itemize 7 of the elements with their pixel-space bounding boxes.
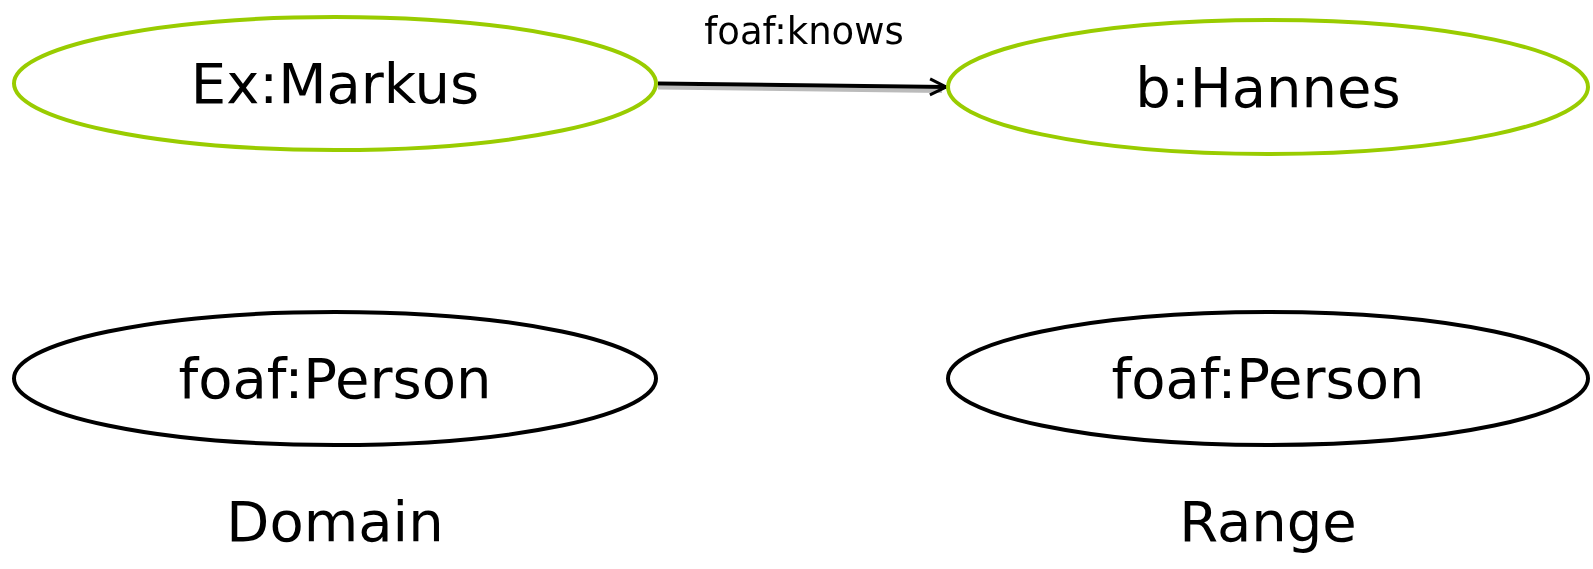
node-label: b:Hannes (1135, 54, 1401, 120)
node-label: foaf:Person (1111, 346, 1425, 411)
node-label: Ex:Markus (190, 51, 480, 116)
arrow (657, 77, 948, 97)
node-caption: Range (1178, 489, 1358, 554)
node-caption: Domain (225, 489, 445, 554)
node-label: foaf:Person (178, 346, 492, 411)
